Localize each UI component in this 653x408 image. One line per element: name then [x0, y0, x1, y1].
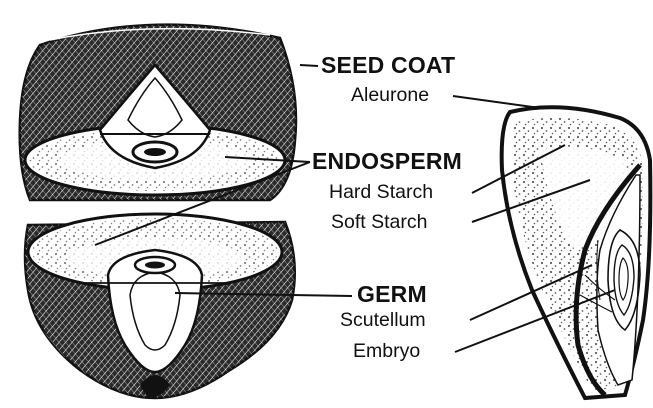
label-embryo: Embryo: [353, 342, 420, 362]
label-aleurone: Aleurone: [351, 86, 429, 106]
leader-seed-coat: [300, 65, 318, 66]
label-endosperm: ENDOSPERM: [312, 150, 462, 173]
label-hard-starch: Hard Starch: [329, 183, 433, 203]
leader-aleurone: [453, 96, 540, 108]
bottom-kernel-half: [25, 214, 295, 398]
label-scutellum: Scutellum: [340, 311, 426, 331]
side-kernel: [502, 107, 651, 398]
label-seed-coat: SEED COAT: [321, 54, 455, 77]
label-soft-starch: Soft Starch: [331, 213, 427, 233]
label-germ: GERM: [357, 283, 427, 306]
top-kernel-half: [20, 25, 296, 200]
